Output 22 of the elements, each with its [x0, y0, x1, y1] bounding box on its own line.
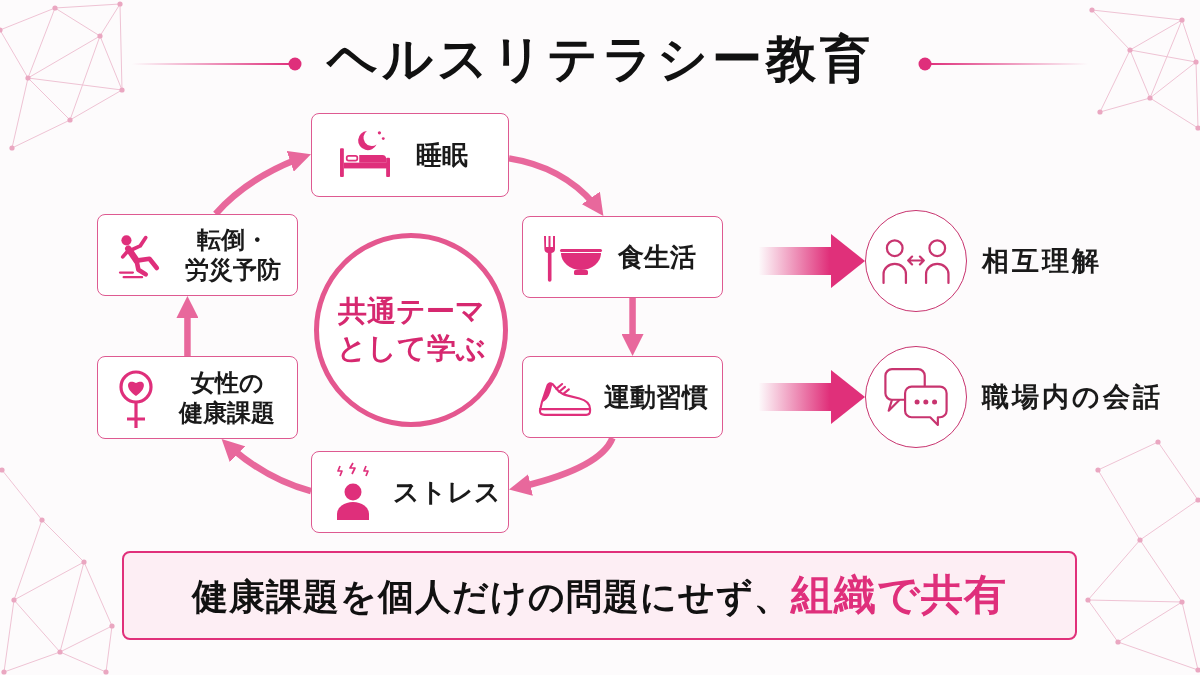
topic-label: 食生活 [618, 240, 696, 274]
topic-label: ストレス [393, 475, 501, 509]
arrow [621, 298, 644, 356]
message-banner [122, 551, 1077, 640]
arrow [508, 155, 606, 218]
title: ヘルスリテラシー教育 [326, 32, 874, 87]
topic-box [311, 113, 509, 197]
topic-label: 転倒・労災予防 [184, 225, 282, 285]
topic-box [522, 356, 723, 438]
arrow [508, 436, 616, 496]
theme-text: 共通テーマとして学ぶ [336, 292, 486, 367]
topic-label: 運動習慣 [604, 380, 708, 414]
topic-box [97, 214, 298, 296]
topic-box [97, 356, 298, 439]
caption-text: 職場内の会話 [982, 380, 1163, 414]
arrow [176, 296, 199, 356]
topic-label: 女性の健康課題 [177, 367, 276, 428]
topic-box [311, 451, 509, 533]
topic-box [522, 216, 723, 298]
topic-label: 睡眠 [416, 138, 468, 172]
caption-text: 相互理解 [982, 244, 1102, 278]
banner-text: 健康課題を個人だけの問題にせず、組織で共有 [192, 569, 1007, 622]
